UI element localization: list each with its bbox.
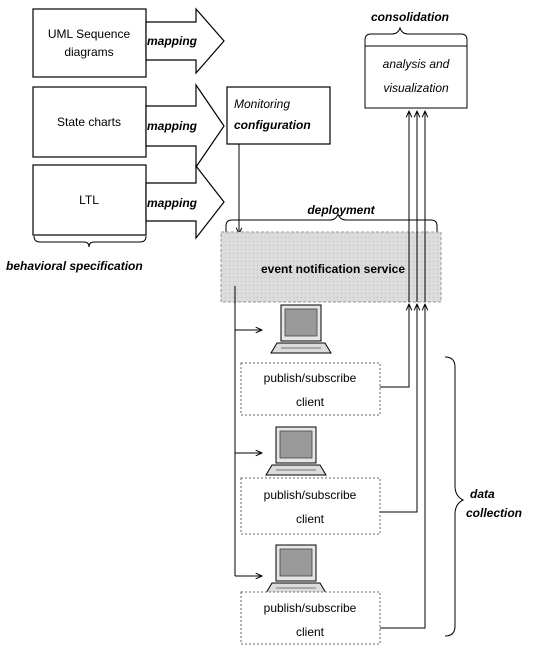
monitoring-config-box <box>226 86 331 145</box>
spec-box-uml <box>32 8 147 78</box>
spec-box-statecharts <box>32 86 147 158</box>
laptop-icon <box>270 304 332 354</box>
analysis-line2: visualization <box>383 81 449 95</box>
analysis-box <box>364 45 468 109</box>
mapping-arrow-2 <box>145 83 225 169</box>
laptop-icon <box>265 426 327 476</box>
mapping-arrow-2-label: mapping <box>147 119 198 133</box>
deployment-brace <box>225 212 438 232</box>
client-to-service-arrow-1 <box>380 304 409 388</box>
client-box-line2: client <box>296 625 325 639</box>
client-box-line2: client <box>296 512 325 526</box>
spec-box-statecharts-label: State charts <box>57 115 121 129</box>
client-box-line1: publish/subscribe <box>264 601 357 615</box>
analysis-line1: analysis and <box>383 57 450 71</box>
data-collection-line2: collection <box>466 506 522 520</box>
monitoring-config-line2: configuration <box>234 118 311 132</box>
client-box <box>240 591 381 645</box>
monitoring-config-line1: Monitoring <box>234 97 290 111</box>
client-box <box>240 362 381 416</box>
behavioral-spec-label: behavioral specification <box>6 259 143 273</box>
spec-box-uml-line1: UML Sequence <box>48 27 131 41</box>
spec-box-ltl <box>32 164 147 236</box>
mapping-arrow-3-label: mapping <box>147 196 198 210</box>
mapping-arrow-3 <box>145 164 225 240</box>
client-to-service-arrow-3 <box>380 304 425 629</box>
mapping-arrow-1 <box>145 7 225 75</box>
laptop-icon <box>265 544 327 594</box>
client-box <box>240 477 381 535</box>
data-collection-brace <box>444 356 465 637</box>
event-notification-service-label: event notification service <box>261 262 405 276</box>
deployment-label: deployment <box>307 203 375 217</box>
spec-box-uml-line2: diagrams <box>64 45 113 59</box>
consolidation-label: consolidation <box>371 10 449 24</box>
client-box-line1: publish/subscribe <box>264 488 357 502</box>
analysis-box-bracket <box>364 26 468 46</box>
client-to-service-arrow-2 <box>380 304 417 513</box>
client-box-line1: publish/subscribe <box>264 371 357 385</box>
client-box-line2: client <box>296 395 325 409</box>
behavioral-spec-brace <box>33 235 147 248</box>
event-notification-service <box>220 231 442 303</box>
mapping-arrow-1-label: mapping <box>147 34 198 48</box>
data-collection-line1: data <box>470 487 495 501</box>
spec-box-ltl-label: LTL <box>79 193 99 207</box>
